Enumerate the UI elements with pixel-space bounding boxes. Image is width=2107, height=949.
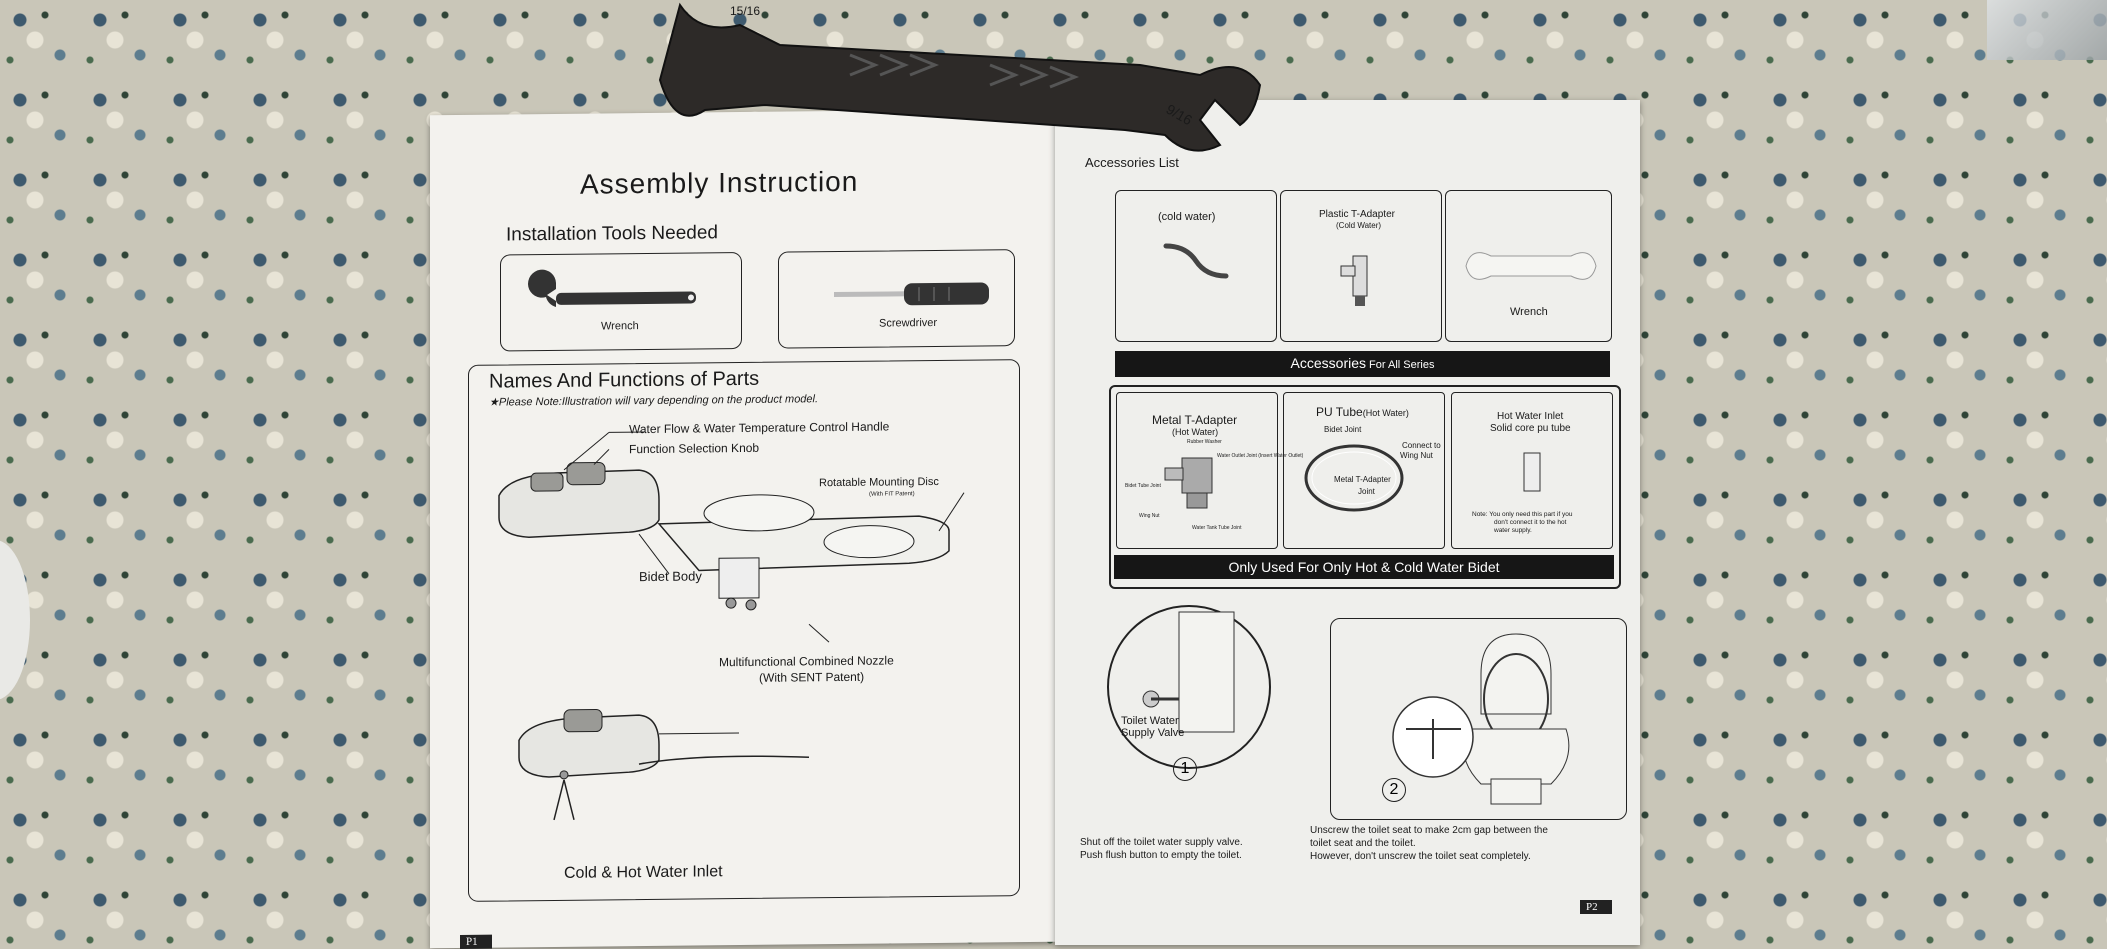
step2-caption: However, don't unscrew the toilet seat c… (1310, 851, 1531, 862)
page-title: Assembly Instruction (580, 166, 858, 201)
hot-item-card: PU Tube(Hot Water) Bidet Joint Connect t… (1283, 392, 1445, 549)
step2-caption: toilet seat and the toilet. (1310, 838, 1416, 849)
hot-water-bar: Only Used For Only Hot & Cold Water Bide… (1114, 555, 1614, 579)
tool-label: Wrench (601, 320, 639, 332)
step1-caption: Shut off the toilet water supply valve. (1080, 837, 1243, 848)
parts-panel: Names And Functions of Parts ★Please Not… (468, 359, 1020, 902)
part-label: Rubber Washer (1187, 439, 1222, 445)
note-line: Note: You only need this part if you (1472, 511, 1572, 518)
callout-disc: Rotatable Mounting Disc (819, 476, 939, 489)
step1-label: Toilet Water (1121, 715, 1179, 727)
page-number: P2 (1580, 900, 1612, 914)
note-line: water supply. (1494, 527, 1532, 534)
tool-card-screwdriver: Screwdriver (778, 249, 1015, 348)
tool-card-wrench: Wrench (500, 252, 742, 352)
part-label: Wing Nut (1139, 513, 1160, 519)
part-label: Bidet Joint (1324, 425, 1361, 434)
wrench-marking: 15/16 (730, 4, 760, 18)
page-p1: Assembly Instruction Installation Tools … (430, 109, 1055, 949)
hot-water-panel: Metal T-Adapter (Hot Water) Rubber Washe… (1109, 385, 1621, 589)
accessory-label: Wrench (1510, 306, 1548, 318)
accessory-card: Wrench (1445, 190, 1612, 342)
callout-disc-sub: (With FIT Patent) (869, 491, 915, 497)
part-label: Joint (1358, 487, 1375, 496)
wrench-icon (1446, 191, 1611, 341)
page-number: P1 (460, 935, 492, 949)
toilet-illustration (1331, 619, 1626, 819)
plastic-bag-glare (1987, 0, 2107, 60)
accessory-card: Plastic T-Adapter (Cold Water) (1280, 190, 1442, 342)
step2-number: 2 (1382, 778, 1406, 802)
step1-label: Supply Valve (1121, 727, 1184, 739)
callout-nozzle: Multifunctional Combined Nozzle (719, 653, 894, 669)
part-label: Water Tank Tube Joint (1192, 525, 1241, 531)
screwdriver-icon (779, 250, 1014, 347)
callout-nozzle-sub: (With SENT Patent) (759, 670, 864, 685)
part-label: Metal T-Adapter (1334, 475, 1391, 484)
page-p2: Accessories List (cold water) Plastic T-… (1055, 100, 1640, 945)
step2-panel (1330, 618, 1627, 820)
hot-item-card: Hot Water Inlet Solid core pu tube Note:… (1451, 392, 1613, 549)
step1-number: 1 (1173, 757, 1197, 781)
plastic-t-adapter-icon (1281, 191, 1441, 341)
note-line: don't connect it to the hot (1494, 519, 1566, 526)
instruction-booklet: Assembly Instruction Installation Tools … (430, 100, 1640, 945)
callout-knob: Function Selection Knob (629, 441, 759, 456)
part-label: Bidet Tube Joint (1125, 483, 1161, 489)
step1-circle: Toilet Water Supply Valve (1107, 605, 1271, 769)
accessories-bar-suffix: For All Series (1366, 359, 1434, 371)
physical-wrench: 9/16 15/16 (670, 0, 1270, 170)
hot-item-card: Metal T-Adapter (Hot Water) Rubber Washe… (1116, 392, 1278, 549)
accessories-bar-main: Accessories (1291, 355, 1366, 371)
pu-tube-icon (1284, 393, 1444, 548)
accessory-card: (cold water) (1115, 190, 1277, 342)
callout-body: Bidet Body (639, 568, 702, 584)
hose-icon (1116, 191, 1276, 341)
part-label: Wing Nut (1400, 451, 1433, 460)
white-dish-edge (0, 540, 30, 700)
tool-label: Screwdriver (879, 317, 937, 330)
step1-caption: Push flush button to empty the toilet. (1080, 850, 1242, 861)
step2-caption: Unscrew the toilet seat to make 2cm gap … (1310, 825, 1548, 836)
wrench-icon (501, 253, 741, 351)
supply-valve-illustration (1109, 607, 1269, 767)
callout-handle: Water Flow & Water Temperature Control H… (629, 419, 889, 436)
part-label: Connect to (1402, 441, 1441, 450)
accessories-bar: Accessories For All Series (1115, 351, 1610, 377)
callout-inlet: Cold & Hot Water Inlet (564, 863, 723, 883)
tools-heading: Installation Tools Needed (506, 222, 718, 246)
